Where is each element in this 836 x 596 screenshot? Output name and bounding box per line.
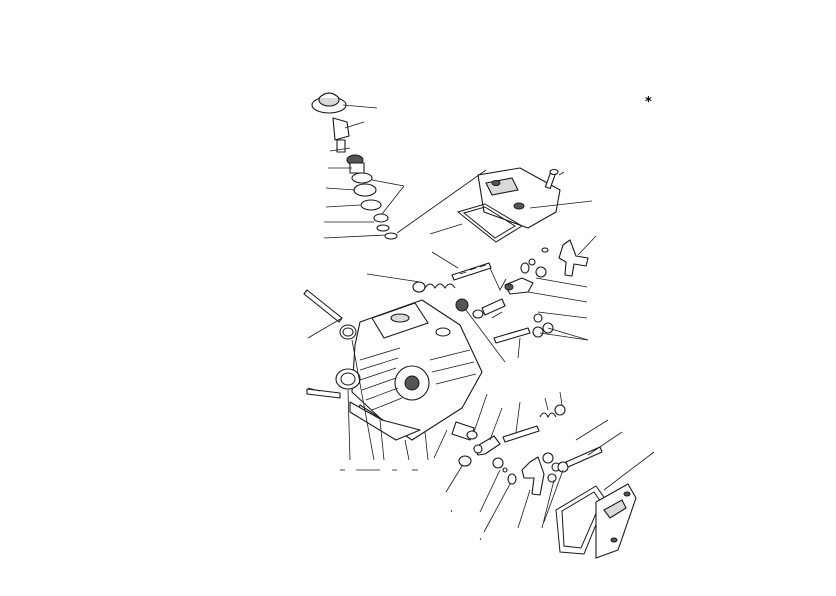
upper-rocker-arm-part	[504, 277, 534, 295]
asterisk-note-mark: *	[645, 95, 652, 110]
long-stud-part	[303, 289, 343, 323]
lower-stud-part	[306, 388, 341, 399]
lower-rocker-shaft-part	[493, 327, 531, 344]
lower-spring-part	[539, 404, 566, 419]
cover-gasket-part	[456, 203, 523, 243]
valve-guide-part	[451, 421, 478, 441]
bolt-part	[472, 298, 506, 319]
head-base-plate-part	[349, 401, 421, 441]
cover-bolt-part	[544, 168, 559, 190]
upper-lever-part	[558, 239, 589, 277]
sensor-part	[332, 117, 350, 153]
o-ring-part	[339, 324, 357, 340]
rocker-cover-part	[477, 167, 561, 229]
lower-rocker-arm-part	[473, 435, 501, 456]
lower-shaft-part	[502, 425, 540, 443]
lower-cover-part	[595, 483, 637, 559]
nut-stack-part	[346, 154, 398, 240]
leader-lines	[307, 104, 655, 541]
lower-washers-part	[542, 452, 569, 483]
small-valve-parts	[520, 247, 549, 278]
lower-small-parts	[458, 455, 517, 485]
valve-seal-part	[455, 298, 469, 312]
spark-plug-cap-part	[311, 92, 347, 114]
lower-rod-part	[565, 446, 603, 468]
rocker-shaft-part	[451, 262, 492, 281]
intake-seal-part	[335, 368, 361, 390]
lower-lever-part	[521, 456, 545, 496]
lower-cover-gasket-part	[555, 485, 607, 555]
spring-part	[412, 281, 456, 293]
